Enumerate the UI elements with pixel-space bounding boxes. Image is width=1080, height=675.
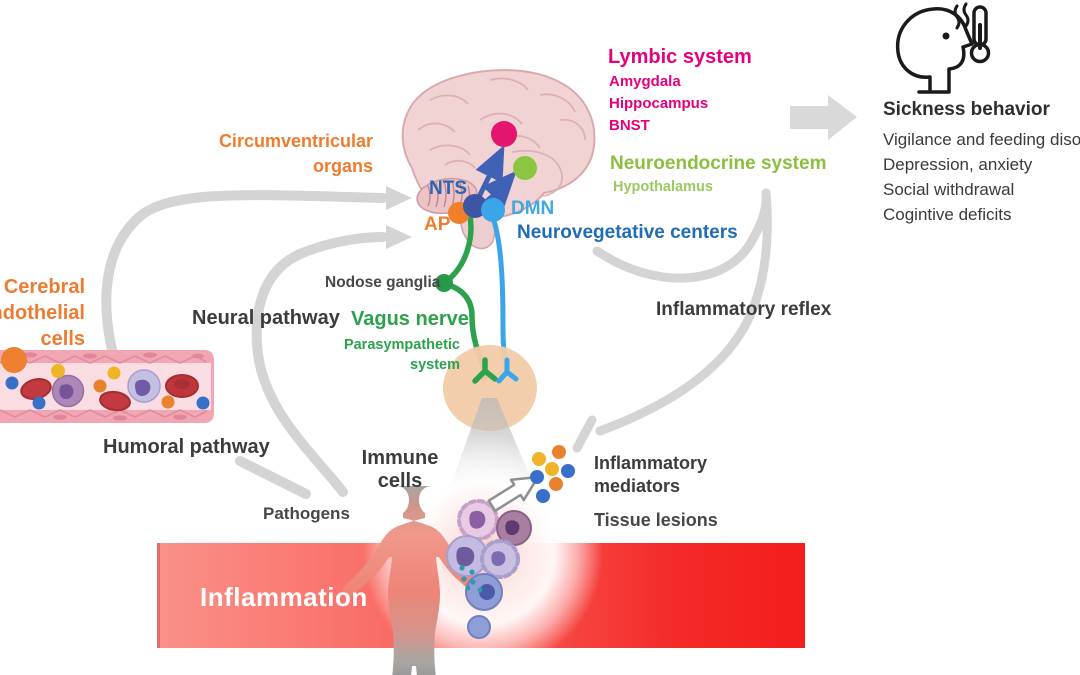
neutrophil-cell	[127, 369, 161, 403]
immune-cells-line2: cells	[377, 470, 423, 492]
sickness-arrow	[790, 95, 857, 140]
sickness-item-2: Depression, anxiety	[883, 155, 1033, 174]
parasympathetic-line1: Parasympathetic	[343, 337, 460, 353]
humoral-pathway-label: Humoral pathway	[103, 436, 270, 458]
mediator-dots-in-vessel	[5, 364, 210, 410]
neurovegetative-centers-label: Neurovegetative centers	[517, 222, 738, 243]
human-figure	[342, 486, 486, 675]
ap-label: AP	[424, 214, 451, 235]
endothelial-cell-marker	[1, 347, 27, 373]
inflammatory-reflex-label: Inflammatory reflex	[656, 299, 832, 320]
parasympathetic-line2: system	[410, 357, 460, 373]
nodose-ganglia-label: Nodose ganglia	[325, 274, 441, 291]
circumventricular-organs-line1: Circumventricular	[218, 131, 373, 151]
neuroendocrine-region-dot	[513, 156, 537, 180]
nts-label: NTS	[429, 178, 467, 199]
limbic-item-hippocampus: Hippocampus	[609, 95, 709, 112]
blood-vessel-illustration	[0, 347, 214, 423]
sickness-item-4: Cogintive deficits	[883, 205, 1012, 224]
monocyte-cell	[51, 374, 85, 408]
limbic-region-dot	[491, 121, 517, 147]
humoral-arrowhead	[386, 186, 412, 210]
cerebral-endothelial-line1: Cerebral	[3, 276, 85, 298]
nts-region-dot	[463, 194, 487, 218]
limbic-item-bnst: BNST	[609, 117, 650, 134]
limbic-system-title: Lymbic system	[608, 46, 752, 68]
red-blood-cells	[20, 374, 199, 412]
release-arrow-icon	[487, 475, 539, 513]
cerebral-endothelial-line2: endothelial	[0, 302, 85, 324]
inflammatory-reflex-arrow	[572, 188, 772, 453]
nerve-ending-zone	[443, 345, 537, 431]
immune-cells-line1: Immune	[361, 447, 439, 469]
neuroendocrine-system-title: Neuroendocrine system	[610, 153, 827, 174]
tissue-lesions-label: Tissue lesions	[594, 510, 718, 530]
phagocytosis-dots	[459, 565, 483, 593]
humoral-pathway-arrow	[101, 190, 388, 499]
inflammatory-mediators-line2: mediators	[594, 476, 681, 496]
dmn-region-dot	[481, 198, 505, 222]
neural-pathway-label: Neural pathway	[192, 307, 340, 329]
nodose-ganglia-dot	[435, 274, 453, 292]
neural-arrowhead	[386, 225, 412, 249]
sickness-item-1: Vigilance and feeding disorders	[883, 130, 1080, 149]
immune-cells-illustration	[446, 499, 532, 639]
vagus-nerve-title: Vagus nerve	[351, 308, 469, 330]
sickness-behavior-title: Sickness behavior	[883, 99, 1050, 120]
sickness-item-3: Social withdrawal	[883, 180, 1015, 199]
hypothalamus-label: Hypothalamus	[613, 179, 713, 195]
thermometer-icon	[969, 5, 991, 64]
sick-head-with-heat-waves-icon	[895, 2, 974, 94]
circumventricular-organs-line2: organs	[312, 156, 373, 176]
inflammation-bar-label: Inflammation	[200, 582, 368, 612]
limbic-item-amygdala: Amygdala	[609, 73, 681, 90]
cerebral-endothelial-line3: cells	[40, 328, 85, 350]
neural-pathway-arrow	[251, 232, 388, 497]
pathogens-label: Pathogens	[263, 504, 350, 523]
dmn-label: DMN	[511, 198, 555, 219]
inflammatory-mediator-dots	[530, 445, 575, 503]
inflammatory-mediators-line1: Inflammatory	[594, 453, 708, 473]
